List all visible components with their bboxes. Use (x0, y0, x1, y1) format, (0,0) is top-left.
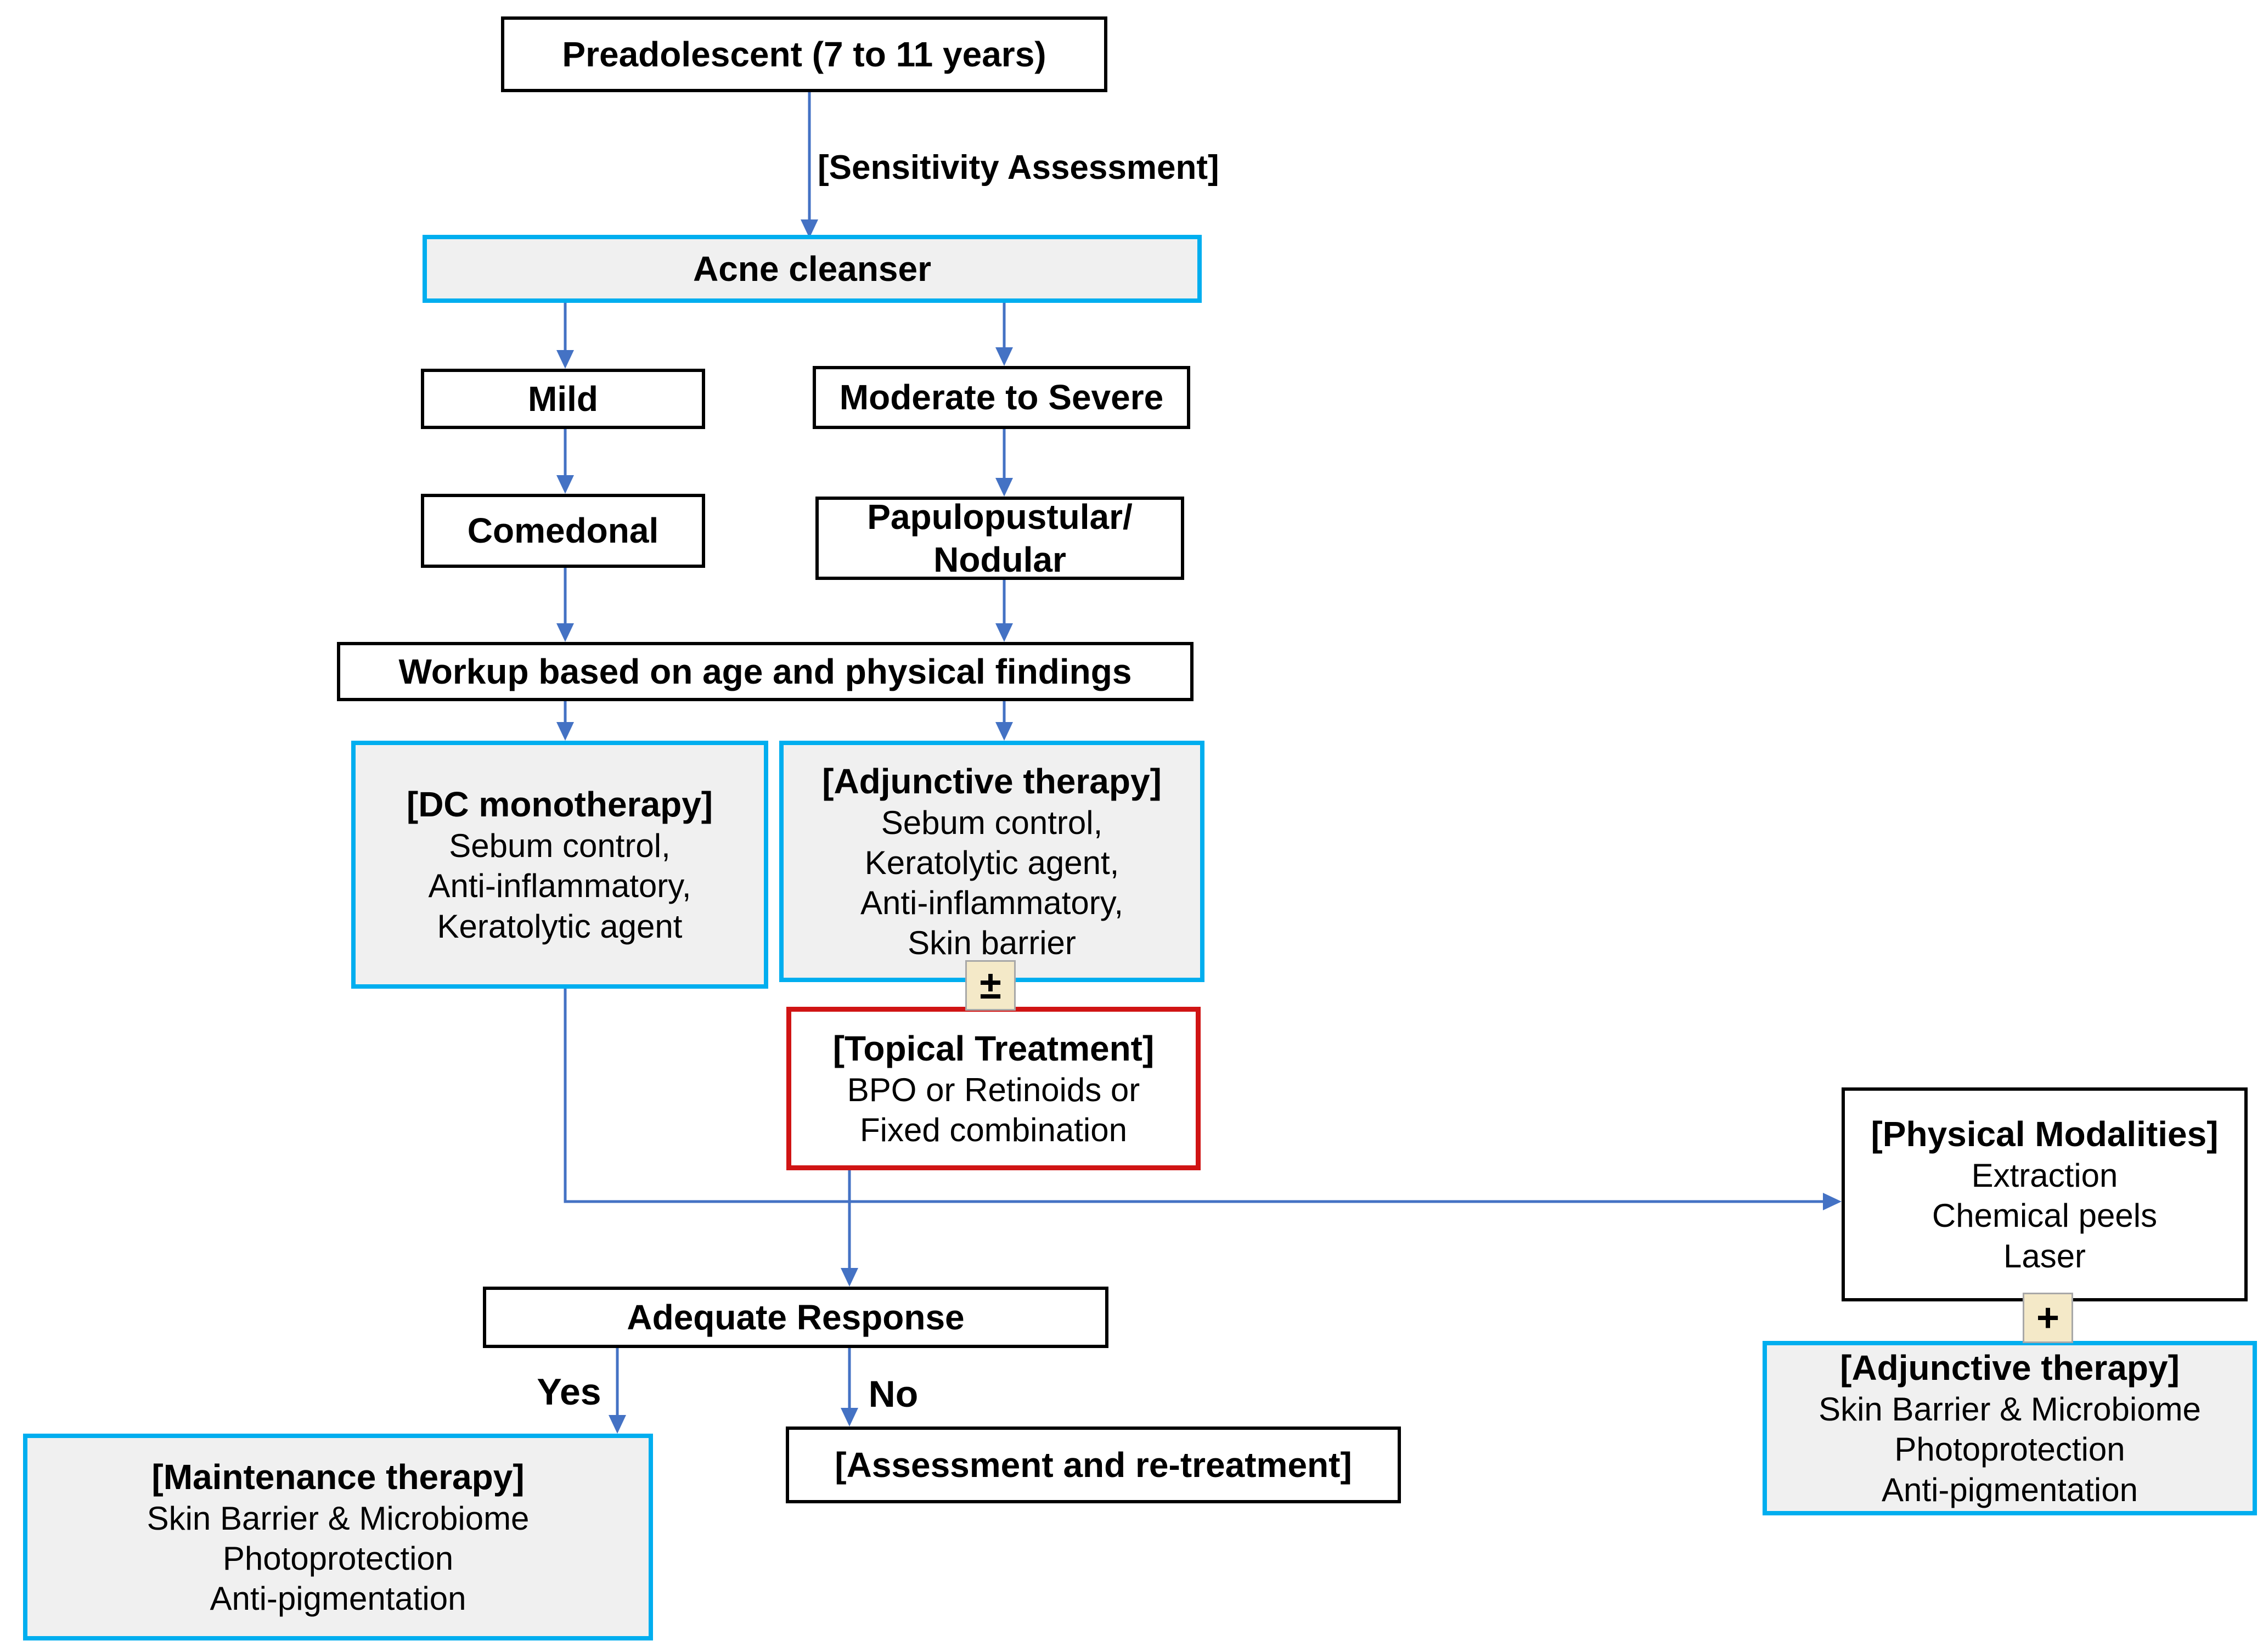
node-topical-treatment: [Topical Treatment] BPO or Retinoids or … (786, 1007, 1201, 1170)
node-acne-cleanser: Acne cleanser (423, 235, 1202, 303)
node-maintenance-therapy: [Maintenance therapy] Skin Barrier & Mic… (23, 1434, 653, 1640)
node-line: Extraction (1971, 1157, 2118, 1194)
node-title: Moderate to Severe (839, 377, 1164, 418)
sensitivity-assessment-label: [Sensitivity Assessment] (818, 149, 1219, 187)
node-line: Sebum control, (449, 827, 671, 865)
node-title: [DC monotherapy] (406, 785, 713, 825)
node-title: Preadolescent (7 to 11 years) (562, 34, 1046, 74)
node-line: Skin Barrier & Microbiome (1819, 1391, 2201, 1428)
node-papulopustular-nodular: Papulopustular/ Nodular (815, 497, 1184, 580)
node-line: Anti-inflammatory, (428, 867, 691, 905)
node-workup: Workup based on age and physical finding… (337, 642, 1194, 701)
node-line: BPO or Retinoids or (847, 1071, 1140, 1108)
node-title: Mild (528, 379, 598, 419)
node-title: [Topical Treatment] (832, 1028, 1155, 1068)
node-title: Adequate Response (627, 1297, 965, 1337)
node-line: Keratolytic agent, (864, 844, 1119, 881)
node-line: Sebum control, (881, 804, 1103, 841)
node-preadolescent: Preadolescent (7 to 11 years) (501, 16, 1107, 92)
plus-minus-badge: ± (965, 960, 1016, 1011)
node-adequate-response: Adequate Response (483, 1287, 1108, 1348)
node-title: [Assessment and re-treatment] (835, 1445, 1352, 1485)
node-title: Comedonal (467, 511, 659, 551)
node-title: Workup based on age and physical finding… (398, 651, 1132, 691)
node-line: Papulopustular/ (867, 497, 1133, 537)
node-line: Nodular (933, 540, 1066, 579)
node-adjunctive-therapy-mid: [Adjunctive therapy] Sebum control, Kera… (779, 741, 1204, 982)
no-label: No (868, 1373, 919, 1415)
node-line: Fixed combination (860, 1112, 1127, 1149)
node-line: Keratolytic agent (437, 907, 683, 945)
node-line: Skin barrier (908, 924, 1076, 962)
plus-badge: + (2023, 1293, 2073, 1343)
node-comedonal: Comedonal (421, 494, 705, 568)
node-physical-modalities: [Physical Modalities] Extraction Chemica… (1842, 1087, 2248, 1301)
node-moderate-to-severe: Moderate to Severe (813, 366, 1190, 429)
node-line: Anti-inflammatory, (860, 884, 1123, 922)
node-line: Photoprotection (1894, 1431, 2125, 1468)
node-adjunctive-therapy-right: [Adjunctive therapy] Skin Barrier & Micr… (1763, 1341, 2257, 1515)
node-title: Acne cleanser (693, 249, 932, 289)
node-line: Anti-pigmentation (210, 1580, 466, 1617)
node-assessment-retreatment: [Assessment and re-treatment] (786, 1427, 1401, 1503)
node-line: Chemical peels (1932, 1197, 2158, 1234)
node-mild: Mild (421, 369, 705, 429)
node-title: [Adjunctive therapy] (822, 761, 1162, 801)
node-title: [Maintenance therapy] (151, 1457, 525, 1497)
node-title: [Physical Modalities] (1871, 1114, 2219, 1154)
yes-label: Yes (537, 1371, 601, 1413)
node-line: Anti-pigmentation (1882, 1471, 2138, 1508)
node-line: Laser (2003, 1237, 2086, 1275)
node-dc-monotherapy: [DC monotherapy] Sebum control, Anti-inf… (351, 741, 768, 989)
node-line: Skin Barrier & Microbiome (147, 1499, 530, 1537)
node-title: [Adjunctive therapy] (1840, 1348, 2180, 1388)
node-line: Photoprotection (222, 1540, 454, 1577)
